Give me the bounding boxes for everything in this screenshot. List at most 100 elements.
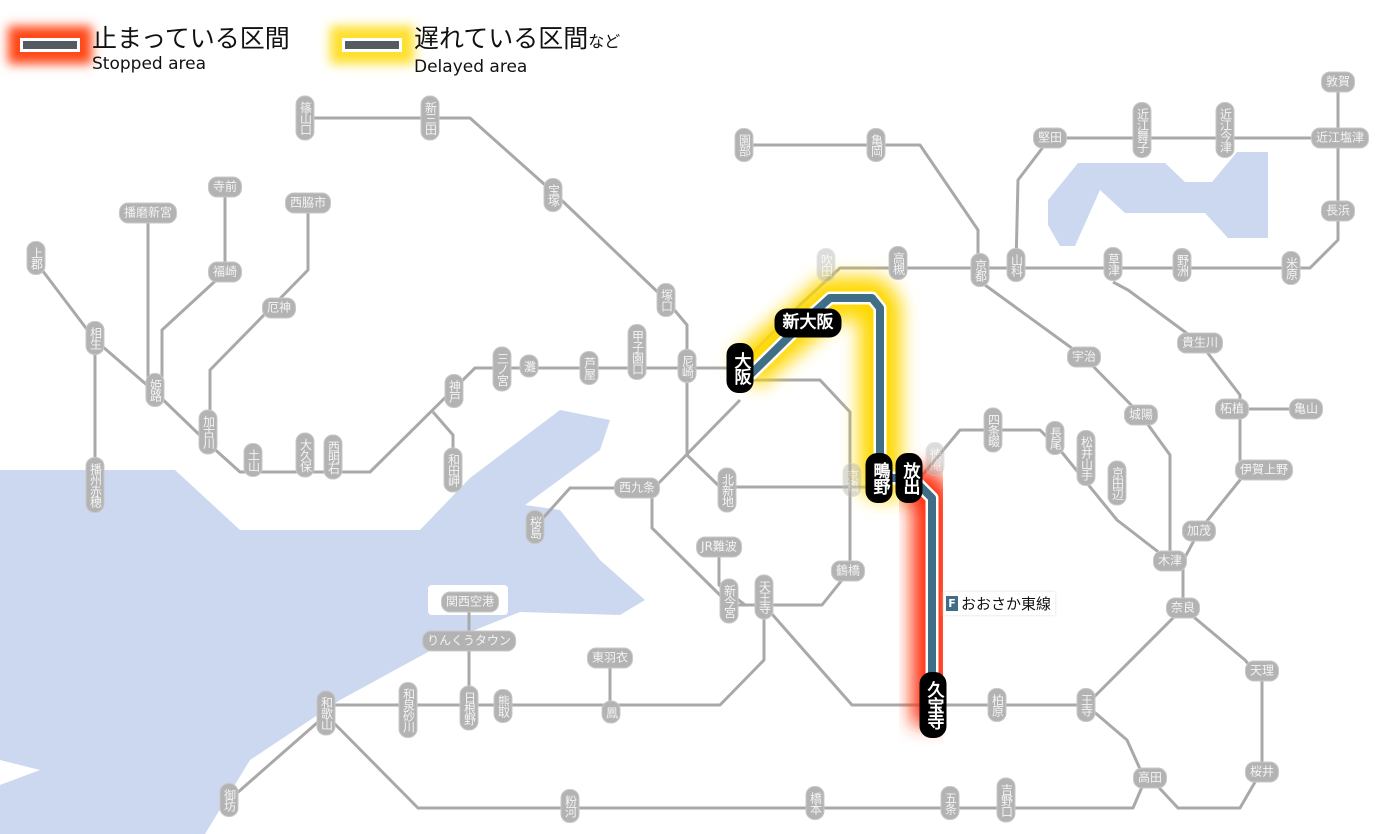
station-nishiwakishi[interactable]: 西脇市 bbox=[284, 192, 332, 214]
station-sasayamaguchi[interactable]: 篠山口 bbox=[295, 95, 315, 141]
station-takatsuki[interactable]: 高槻 bbox=[888, 246, 908, 280]
station-osaka[interactable]: 大阪 bbox=[726, 343, 754, 393]
station-nagahama[interactable]: 長浜 bbox=[1320, 200, 1356, 222]
station-kyuhoji[interactable]: 久宝寺 bbox=[919, 672, 947, 738]
station-nishikujo[interactable]: 西九条 bbox=[613, 477, 661, 499]
station-yasu[interactable]: 野洲 bbox=[1172, 248, 1192, 282]
station-fukusaki[interactable]: 福崎 bbox=[207, 261, 243, 283]
station-sonobe[interactable]: 園部 bbox=[734, 128, 754, 162]
station-shinsanda[interactable]: 新三田 bbox=[420, 95, 440, 141]
legend-delayed: 遅れている区間など Delayed area bbox=[322, 24, 620, 77]
station-okubo[interactable]: 大久保 bbox=[295, 432, 315, 478]
station-sakurai[interactable]: 桜井 bbox=[1244, 761, 1280, 783]
osaka-higashi-line-label[interactable]: F おおさか東線 bbox=[944, 592, 1056, 615]
station-kibukawa[interactable]: 貴生川 bbox=[1176, 332, 1224, 354]
station-tsuchiyama[interactable]: 土山 bbox=[243, 443, 263, 477]
station-kokawa[interactable]: 粉河 bbox=[560, 789, 580, 823]
station-kakogawa[interactable]: 加古川 bbox=[198, 409, 218, 455]
legend-stopped-en: Stopped area bbox=[92, 54, 207, 74]
station-uji[interactable]: 宇治 bbox=[1066, 346, 1102, 368]
osaka-bay bbox=[0, 410, 645, 834]
station-aioi[interactable]: 相生 bbox=[85, 321, 105, 355]
station-kobe[interactable]: 神戸 bbox=[444, 374, 464, 408]
line-fukuchiyama bbox=[305, 116, 689, 366]
station-omiimazu[interactable]: 近江今津 bbox=[1215, 102, 1235, 158]
legend-delayed-jp-suffix: など bbox=[588, 32, 621, 51]
legend-delayed-jp-main: 遅れている区間 bbox=[414, 24, 589, 53]
station-wakayama[interactable]: 和歌山 bbox=[316, 690, 336, 736]
line-badge-icon: F bbox=[946, 596, 958, 611]
station-kansaiairport[interactable]: 関西空港 bbox=[440, 591, 500, 613]
station-amagasaki[interactable]: 尼崎 bbox=[677, 349, 697, 383]
station-hashimoto[interactable]: 橋本 bbox=[805, 786, 825, 820]
station-kitashinchi[interactable]: 北新地 bbox=[717, 467, 737, 513]
station-kameoka[interactable]: 亀岡 bbox=[866, 128, 886, 162]
station-yoshinoguchi[interactable]: 吉野口 bbox=[996, 777, 1016, 823]
station-higashihagoromo[interactable]: 東羽衣 bbox=[586, 647, 634, 669]
station-oji[interactable]: 王寺 bbox=[1076, 688, 1096, 722]
station-shigino[interactable]: 鴫野 bbox=[865, 453, 893, 503]
station-banshuako[interactable]: 播州赤穂 bbox=[85, 457, 105, 513]
station-shinosaka[interactable]: 新大阪 bbox=[774, 308, 842, 338]
station-omimaiko[interactable]: 近江舞子 bbox=[1132, 102, 1152, 158]
station-sakurajima[interactable]: 桜島 bbox=[525, 510, 545, 544]
station-tsuge[interactable]: 柘植 bbox=[1214, 398, 1250, 420]
station-maibara[interactable]: 米原 bbox=[1281, 251, 1301, 285]
station-kizu[interactable]: 木津 bbox=[1152, 550, 1188, 572]
station-jrnamba[interactable]: JR難波 bbox=[696, 536, 742, 558]
station-igaueno[interactable]: 伊賀上野 bbox=[1234, 459, 1294, 481]
station-kumatori[interactable]: 熊取 bbox=[493, 689, 513, 723]
station-tennoji[interactable]: 天王寺 bbox=[754, 574, 774, 620]
station-nagao[interactable]: 長尾 bbox=[1045, 421, 1065, 455]
station-tsuruga[interactable]: 敦賀 bbox=[1320, 71, 1356, 93]
line-bantan bbox=[160, 187, 227, 392]
station-kamigori[interactable]: 上郡 bbox=[26, 241, 46, 275]
station-gojo[interactable]: 五条 bbox=[940, 786, 960, 820]
station-shijonawate[interactable]: 四条畷 bbox=[983, 407, 1003, 453]
station-harimashingu[interactable]: 播磨新宮 bbox=[118, 202, 178, 224]
station-tenri[interactable]: 天理 bbox=[1244, 660, 1280, 682]
station-izumisunagawa[interactable]: 和泉砂川 bbox=[398, 682, 418, 738]
station-gobo[interactable]: 御坊 bbox=[219, 783, 239, 817]
station-kameyama[interactable]: 亀山 bbox=[1288, 398, 1324, 420]
station-takarazuka[interactable]: 宝塚 bbox=[543, 178, 563, 212]
station-kyoto[interactable]: 京都 bbox=[970, 253, 990, 287]
station-suita[interactable]: 吹田 bbox=[816, 248, 836, 282]
station-teramae[interactable]: 寺前 bbox=[207, 176, 243, 198]
station-nada[interactable]: 灘 bbox=[519, 354, 539, 378]
station-wadamisaki[interactable]: 和田岬 bbox=[443, 447, 463, 493]
station-takada[interactable]: 高田 bbox=[1132, 767, 1168, 789]
station-tsuruhashi[interactable]: 鶴橋 bbox=[830, 560, 866, 582]
station-katata[interactable]: 堅田 bbox=[1032, 127, 1068, 149]
station-kamo[interactable]: 加茂 bbox=[1181, 520, 1217, 542]
station-tokuan[interactable]: 徳庵 bbox=[925, 442, 945, 476]
station-joyo[interactable]: 城陽 bbox=[1123, 404, 1159, 426]
station-shinimamiya[interactable]: 新今宮 bbox=[719, 578, 739, 624]
station-nara[interactable]: 奈良 bbox=[1165, 597, 1201, 619]
station-yakujin[interactable]: 厄神 bbox=[261, 297, 297, 319]
line-gakkentoshi bbox=[918, 428, 1171, 563]
station-nishiakashi[interactable]: 西明石 bbox=[323, 434, 343, 480]
line-wakayama bbox=[324, 703, 1147, 810]
station-matsuiyamate[interactable]: 松井山手 bbox=[1076, 430, 1096, 486]
station-kyobashi[interactable]: 京橋 bbox=[842, 463, 862, 497]
station-tsukaguchi[interactable]: 塚口 bbox=[656, 283, 676, 317]
station-ashiya[interactable]: 芦屋 bbox=[579, 351, 599, 385]
station-rinkutown[interactable]: りんくうタウン bbox=[422, 630, 516, 652]
station-hanaten[interactable]: 放出 bbox=[895, 453, 923, 503]
station-otori[interactable]: 鳳 bbox=[601, 700, 621, 724]
station-omishiotsu[interactable]: 近江塩津 bbox=[1310, 127, 1370, 149]
station-kusatsu[interactable]: 草津 bbox=[1103, 247, 1123, 281]
station-kyotanabe[interactable]: 京田辺 bbox=[1107, 460, 1127, 506]
station-sannomiya[interactable]: 三ノ宮 bbox=[492, 346, 512, 392]
station-himeji[interactable]: 姫路 bbox=[145, 373, 165, 407]
line-kisei bbox=[228, 713, 327, 802]
station-hineno[interactable]: 日根野 bbox=[459, 685, 479, 731]
line-sagano bbox=[744, 143, 980, 268]
stopped-swatch bbox=[20, 38, 80, 52]
legend-stopped-jp: 止まっている区間 bbox=[92, 24, 290, 53]
station-kashiwara[interactable]: 柏原 bbox=[987, 688, 1007, 722]
station-yamashina[interactable]: 山科 bbox=[1006, 248, 1026, 282]
station-koshienguchi[interactable]: 甲子園口 bbox=[627, 324, 647, 380]
